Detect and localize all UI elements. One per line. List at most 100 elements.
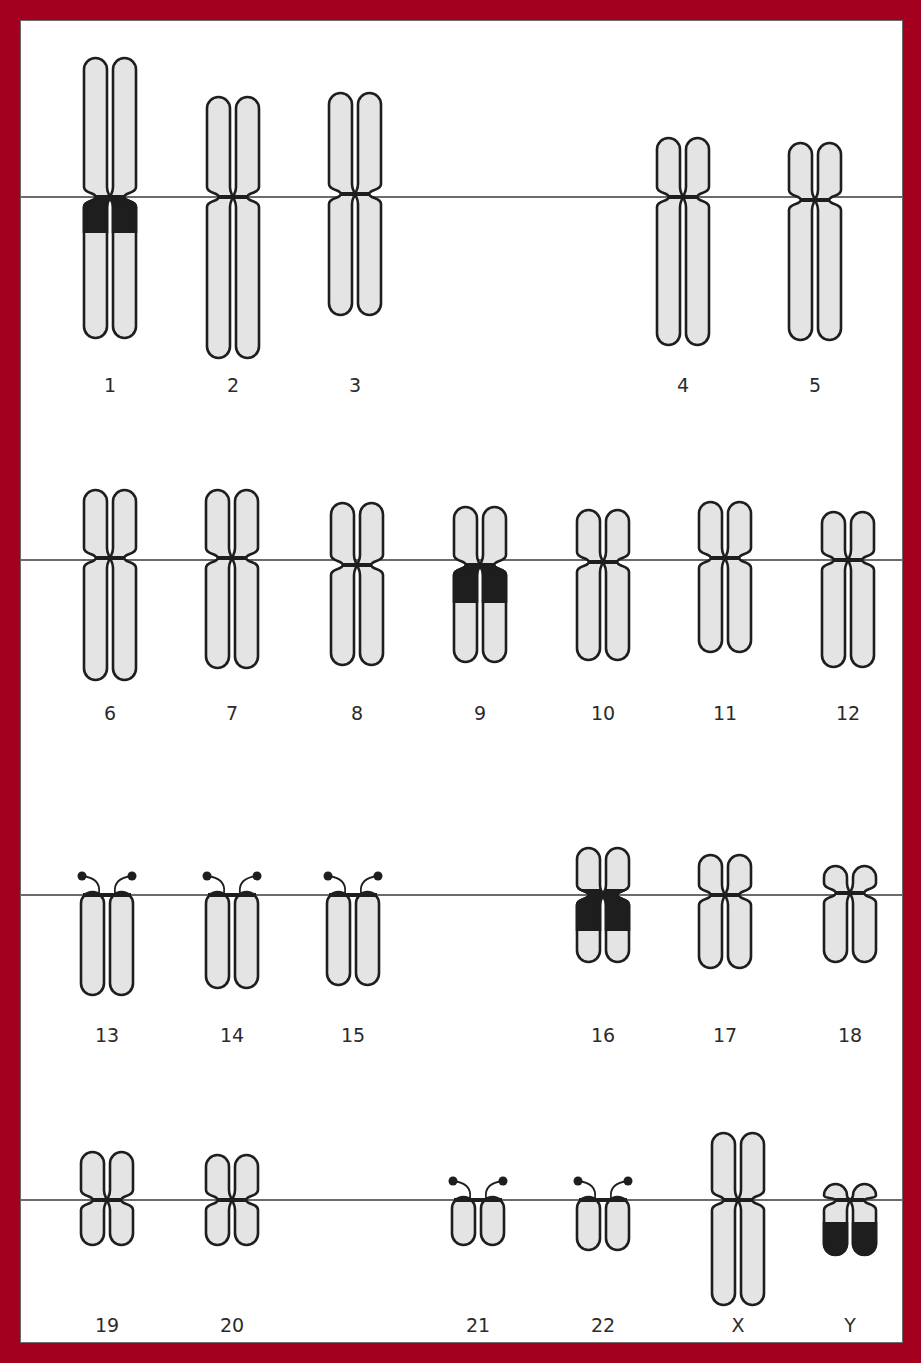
chromosome-number: 1 <box>80 373 140 397</box>
satellite-dot <box>624 1177 633 1186</box>
chromosome-number: 8 <box>327 701 387 725</box>
chromatid <box>849 512 875 667</box>
chromosome-figure <box>206 1155 258 1245</box>
chromatid <box>358 503 384 665</box>
centromere-mark <box>711 556 740 560</box>
centromere-mark <box>724 1198 753 1202</box>
chromosome-number: 12 <box>818 701 878 725</box>
chromosome-number: 18 <box>820 1023 880 1047</box>
heterochromatin-band <box>851 1222 877 1255</box>
chromosome-figure <box>657 138 709 345</box>
chromosome-figure <box>449 1177 508 1246</box>
chromatid <box>577 848 603 962</box>
chromosome-figure <box>789 143 841 340</box>
chromosome-number: X <box>708 1313 768 1337</box>
chromosome-figure <box>712 1133 764 1305</box>
satellite-dot <box>203 872 212 881</box>
centromere-mark <box>589 560 618 564</box>
centromere-mark <box>454 1198 502 1202</box>
chromosome-figure <box>81 1152 133 1245</box>
chromosome-number: 20 <box>202 1313 262 1337</box>
chromatid <box>824 866 850 962</box>
chromosome-number: 2 <box>203 373 263 397</box>
chromosome-figure <box>206 490 258 668</box>
alignment-line <box>21 196 902 197</box>
chromatid <box>816 143 842 340</box>
chromosome-number: 13 <box>77 1023 137 1047</box>
chromosome-figure <box>822 512 874 667</box>
chromosome-number: 5 <box>785 373 845 397</box>
chromatid <box>329 93 355 315</box>
centromere-mark <box>329 893 377 897</box>
chromatid <box>207 97 233 358</box>
chromosome-figure <box>577 510 629 660</box>
heterochromatin-band <box>481 565 507 603</box>
chromatid <box>739 1133 765 1305</box>
centromere-mark <box>579 1198 627 1202</box>
alignment-line <box>21 894 902 895</box>
chromatid <box>110 892 133 995</box>
page-ground <box>20 20 903 1343</box>
chromosome-figure <box>574 1177 633 1251</box>
chromatid <box>84 490 110 680</box>
satellite-dot <box>374 872 383 881</box>
centromere-mark <box>341 192 370 196</box>
satellite-dot <box>574 1177 583 1186</box>
chromosome-figure <box>699 855 751 968</box>
chromosome-number: 4 <box>653 373 713 397</box>
chromatid <box>684 138 710 345</box>
chromatid <box>726 855 752 968</box>
centromere-mark <box>218 1198 247 1202</box>
chromatid <box>356 892 379 985</box>
centromere-mark <box>96 556 125 560</box>
centromere-mark <box>208 893 256 897</box>
chromosome-number: 7 <box>202 701 262 725</box>
centromere-mark <box>834 558 863 562</box>
chromosome-number: 9 <box>450 701 510 725</box>
chromatid <box>577 510 603 660</box>
centromere-mark <box>669 195 698 199</box>
chromosome-figure <box>329 93 381 315</box>
chromatid <box>331 503 357 665</box>
chromatid <box>327 892 350 985</box>
chromosome-number: 14 <box>202 1023 262 1047</box>
centromere-mark <box>83 893 131 897</box>
heterochromatin-band <box>111 197 137 233</box>
chromosome-figure <box>84 58 136 338</box>
satellite-dot <box>449 1177 458 1186</box>
satellite-dot <box>253 872 262 881</box>
heterochromatin-band <box>84 197 110 233</box>
chromosome-figure <box>84 490 136 680</box>
chromatid <box>111 490 137 680</box>
chromosome-number: 16 <box>573 1023 633 1047</box>
chromosome-figure <box>324 872 383 986</box>
chromatid <box>604 510 630 660</box>
chromatid <box>657 138 683 345</box>
satellite-dot <box>324 872 333 881</box>
chromatid <box>822 512 848 667</box>
chromosome-number: 6 <box>80 701 140 725</box>
chromosome-number: 3 <box>325 373 385 397</box>
satellite-dot <box>499 1177 508 1186</box>
chromatid <box>452 1197 475 1245</box>
chromatid <box>699 502 725 652</box>
centromere-mark <box>218 556 247 560</box>
centromere-mark <box>801 198 830 202</box>
heterochromatin-band <box>824 1222 850 1255</box>
chromosome-figure <box>454 507 506 662</box>
chromatid <box>699 855 725 968</box>
satellite-dot <box>128 872 137 881</box>
chromatid <box>481 1197 504 1245</box>
heterochromatin-band <box>454 565 480 603</box>
chromosome-figure <box>203 872 262 989</box>
chromatid <box>824 1184 850 1255</box>
centromere-mark <box>219 195 248 199</box>
centromere-mark <box>96 195 125 199</box>
chromosome-figure <box>824 1184 876 1255</box>
chromosome-number: 21 <box>448 1313 508 1337</box>
chromosome-figure <box>78 872 137 996</box>
chromatid <box>206 490 232 668</box>
chromosome-number: 17 <box>695 1023 755 1047</box>
